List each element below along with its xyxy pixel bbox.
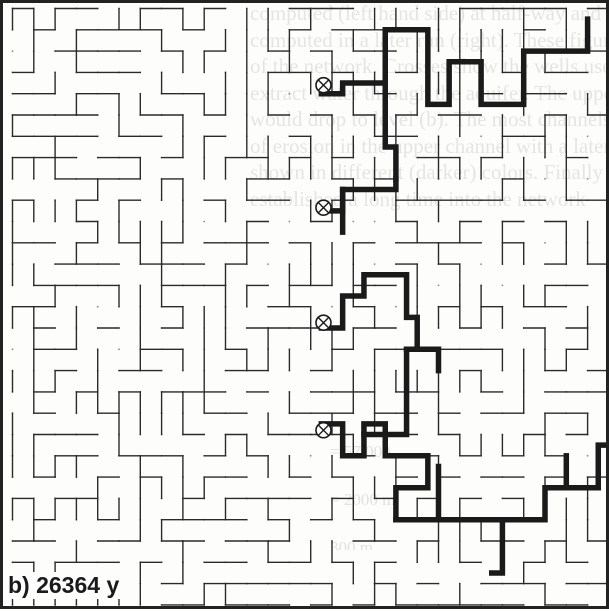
grid-dot [267,263,269,265]
panel-caption: b) 26364 y [6,572,123,599]
grid-dot [416,8,418,10]
grid-dot [480,263,482,265]
grid-dot [310,455,312,457]
grid-dot [289,221,291,223]
grid-dot [438,285,440,287]
grid-dot [374,263,376,265]
grid-dot [203,221,205,223]
grid-dot [352,221,354,223]
main-channel [407,349,439,370]
well-icon [316,200,331,215]
grid-dot [502,285,504,287]
main-channel [321,424,428,520]
grid-dot [544,178,546,180]
main-channel [385,83,396,179]
main-channel [492,520,503,573]
grid-dot [12,348,14,350]
grid-dot [331,306,333,308]
grid-dot [587,135,589,137]
grid-dot [118,348,120,350]
grid-dot [97,306,99,308]
grid-dot [12,50,14,52]
grid-dot [480,135,482,137]
main-channel [321,19,587,104]
grid-dot [587,178,589,180]
grid-dot [587,455,589,457]
well-icon [316,78,331,93]
well-icon [316,423,331,438]
well-markers [316,78,331,438]
grid-dot [544,242,546,244]
main-channel [321,275,417,435]
well-icon [316,315,331,330]
grid-dot [395,306,397,308]
thin-network-paths [13,9,609,605]
grid-dot [374,221,376,223]
grid-dot [289,93,291,95]
main-channel-paths [321,19,609,573]
